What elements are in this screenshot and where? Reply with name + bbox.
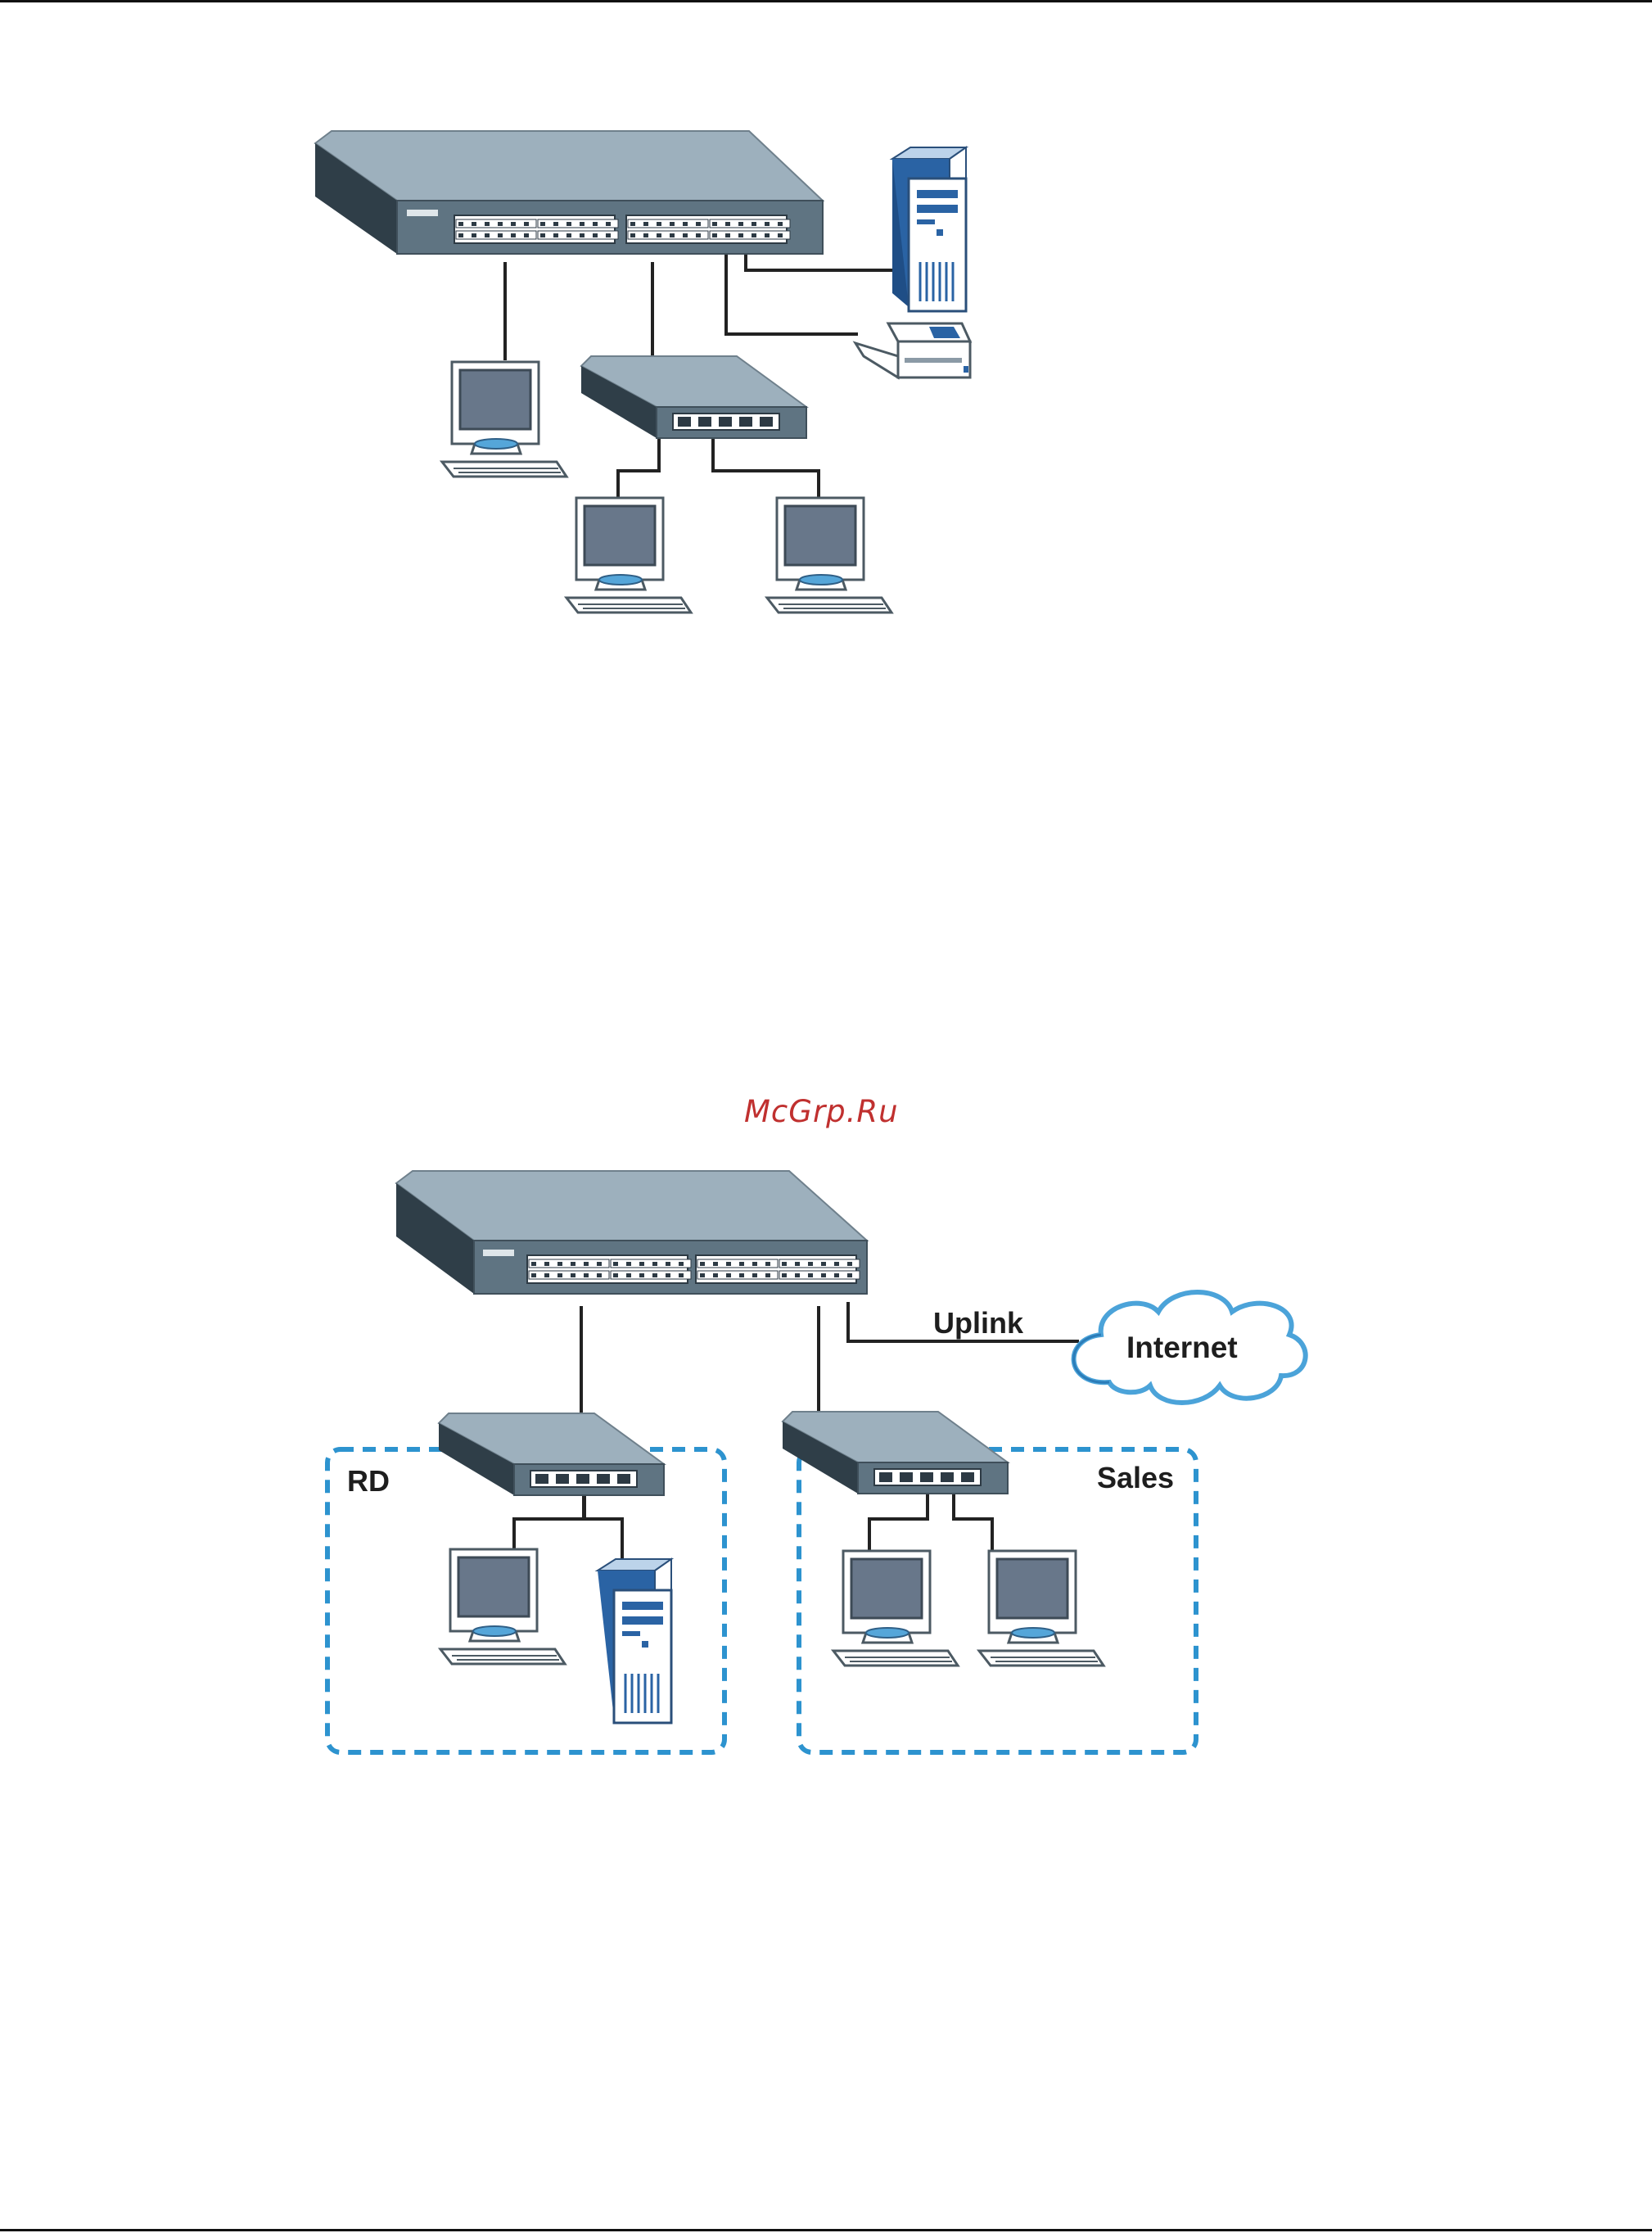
pc-1	[442, 362, 566, 477]
uplink-label: Uplink	[933, 1306, 1024, 1340]
server-1	[892, 147, 966, 311]
sales-pc-2	[979, 1551, 1104, 1666]
bottom-rule	[0, 2229, 1652, 2231]
printer	[855, 323, 970, 377]
figure-1-diagram	[0, 123, 1652, 639]
internet-label: Internet	[1126, 1331, 1238, 1364]
pc-2	[566, 498, 691, 612]
sales-switch	[783, 1412, 1008, 1494]
pc-3	[767, 498, 891, 612]
rd-pc	[440, 1549, 565, 1664]
core-switch	[315, 131, 823, 254]
figure-2-diagram: Uplink Internet RD Sales	[0, 1171, 1652, 1761]
core-switch-2	[396, 1171, 867, 1294]
rd-switch	[439, 1413, 664, 1495]
top-rule	[0, 0, 1652, 2]
rd-server	[598, 1559, 671, 1723]
sales-pc-1	[833, 1551, 958, 1666]
group-rd-label: RD	[347, 1464, 390, 1498]
workgroup-switch	[581, 356, 806, 438]
group-sales-label: Sales	[1097, 1461, 1174, 1494]
watermark-text: McGrp.Ru	[744, 1094, 899, 1129]
